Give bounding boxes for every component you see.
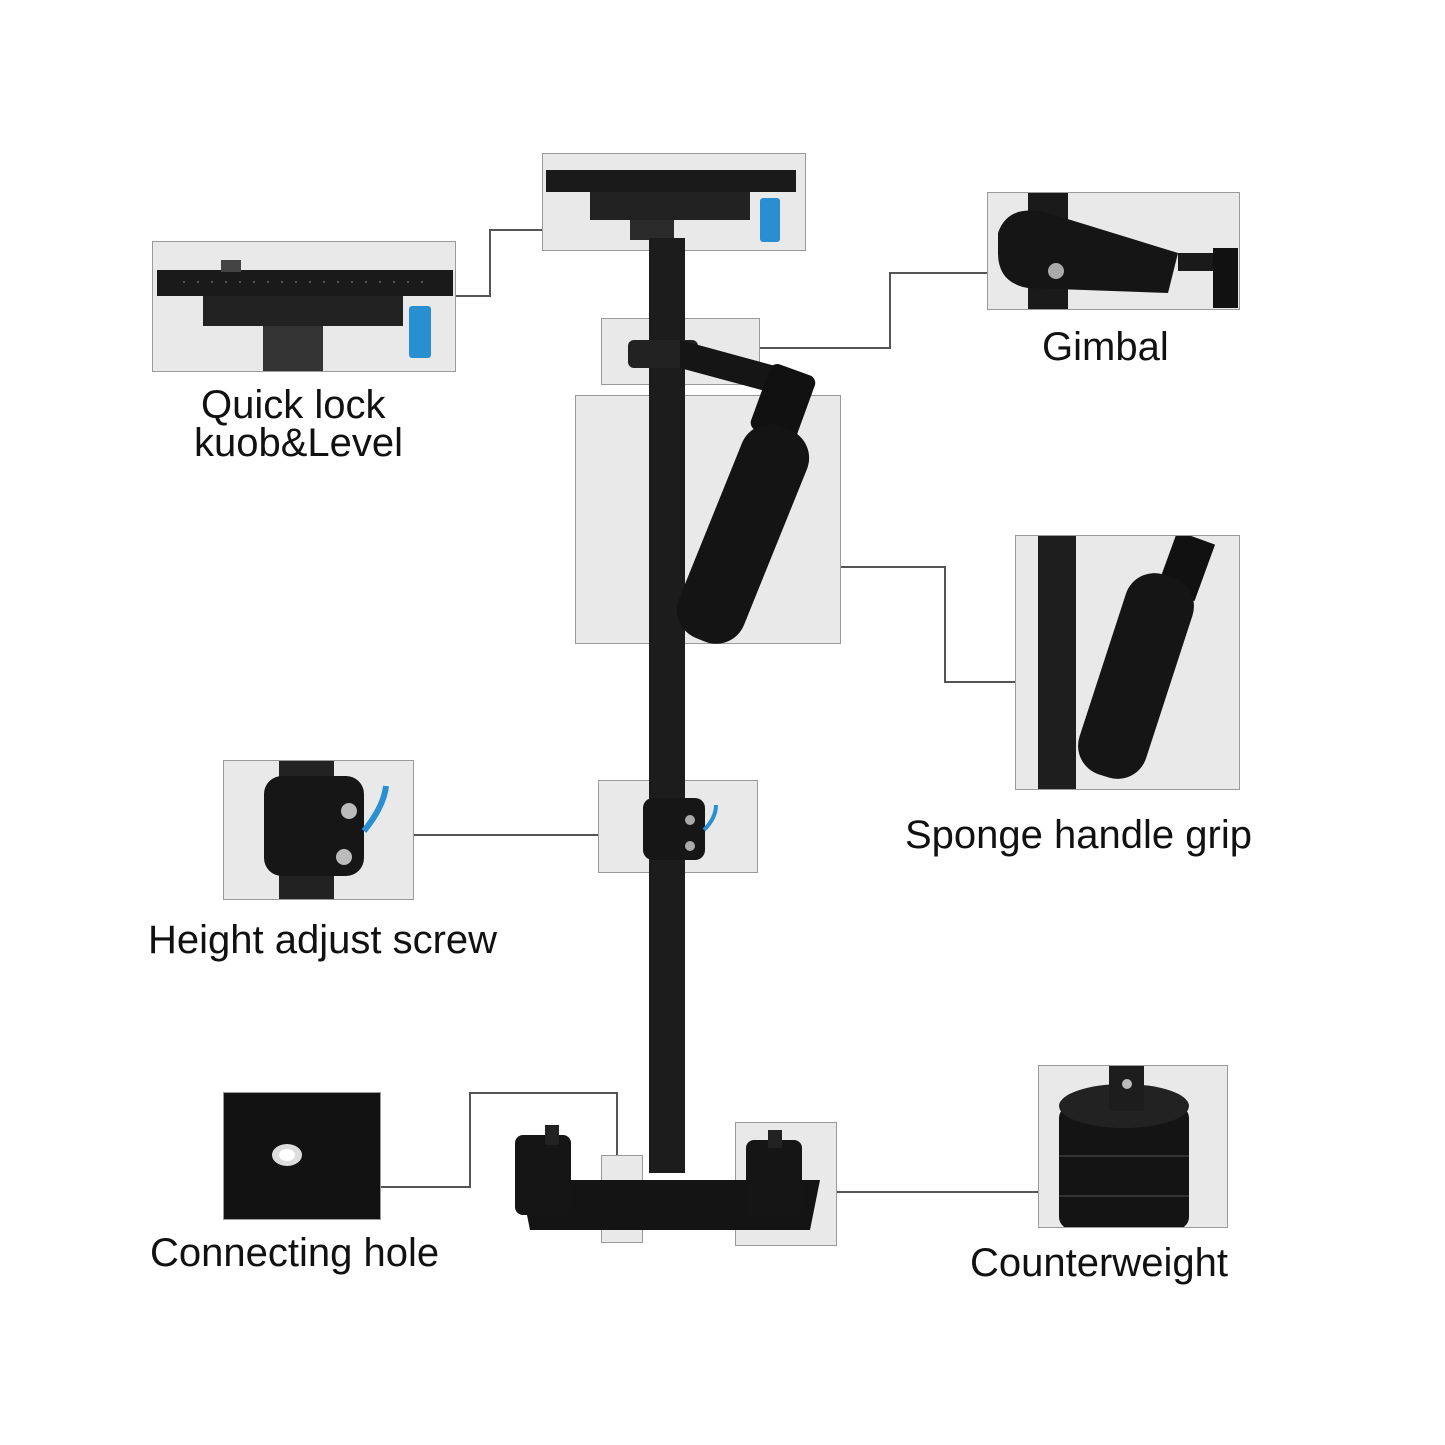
gimbal-connector [760, 272, 987, 349]
gimbal-detail-box [987, 192, 1240, 310]
connecting-hole-connector [381, 1092, 618, 1188]
sponge-grip-image [1038, 536, 1216, 789]
sponge-detail-box [1015, 535, 1240, 790]
label-counterweight: Counterweight [970, 1241, 1228, 1285]
counterweight-image [1059, 1066, 1189, 1227]
connecting-hole-image [272, 1144, 302, 1166]
height-screw-image [264, 761, 389, 899]
label-height-adjust-screw: Height adjust screw [148, 918, 498, 962]
height-detail-box [223, 760, 414, 900]
label-gimbal: Gimbal [1042, 325, 1169, 369]
label-connecting-hole: Connecting hole [150, 1231, 440, 1275]
stabilizer-product [515, 170, 820, 1230]
quick-lock-plate-image [157, 260, 453, 371]
quick-lock-detail-box [152, 241, 456, 372]
sponge-connector [841, 566, 1015, 683]
quick-lock-connector [456, 229, 542, 297]
gimbal-image [998, 193, 1238, 309]
connecting-hole-detail-box [223, 1092, 381, 1220]
counterweight-detail-box [1038, 1065, 1228, 1228]
label-sponge-handle-grip: Sponge handle grip [905, 813, 1252, 857]
label-quick-lock-line1: Quick lock [201, 383, 386, 427]
label-quick-lock-line2: kuob&Level [194, 421, 404, 465]
